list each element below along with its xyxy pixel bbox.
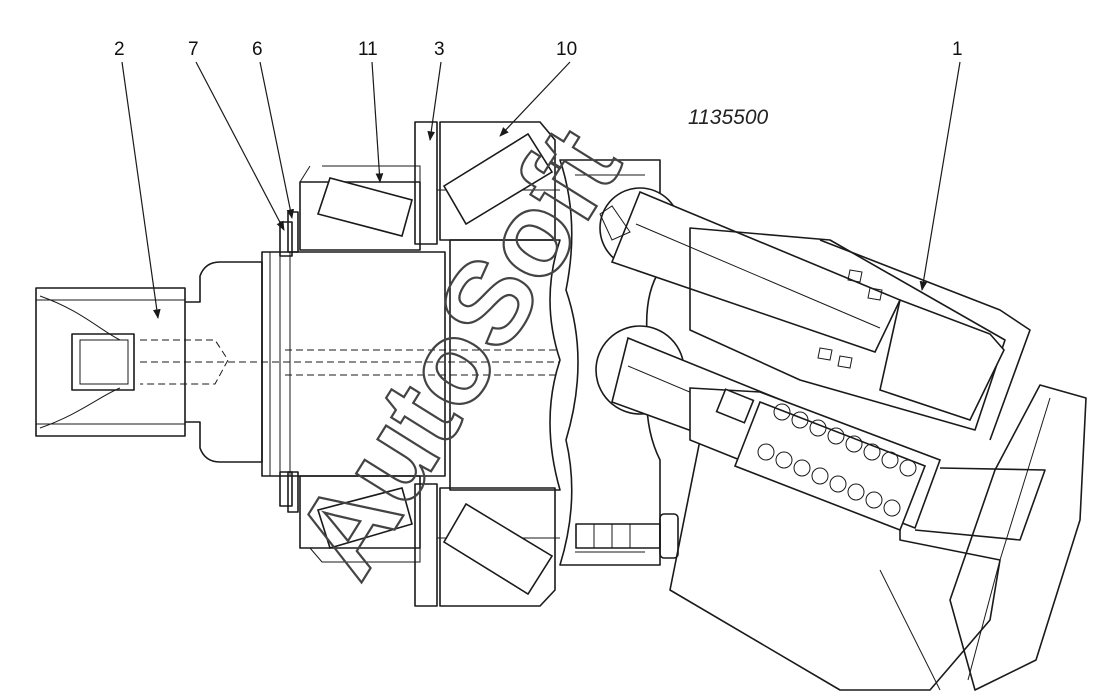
callout-6: 6 bbox=[252, 39, 263, 60]
cylinder-block bbox=[669, 227, 1031, 691]
callout-leaders bbox=[121, 61, 961, 319]
rear-bearing bbox=[439, 121, 556, 607]
front-bearing bbox=[299, 165, 421, 563]
callout-3: 3 bbox=[434, 39, 445, 60]
callout-2: 2 bbox=[114, 39, 125, 60]
spring bbox=[733, 400, 927, 532]
callout-labels: 1 2 7 6 11 3 10 bbox=[114, 39, 963, 60]
end-cap bbox=[949, 384, 1087, 691]
output-shaft bbox=[35, 251, 560, 477]
seal-snap-ring bbox=[279, 211, 299, 513]
callout-11: 11 bbox=[358, 39, 378, 60]
callout-10: 10 bbox=[556, 39, 577, 60]
callout-1: 1 bbox=[952, 39, 963, 60]
centre-pin-spring bbox=[689, 387, 1046, 541]
callout-7: 7 bbox=[188, 39, 199, 60]
part-number: 1135500 bbox=[688, 106, 769, 129]
